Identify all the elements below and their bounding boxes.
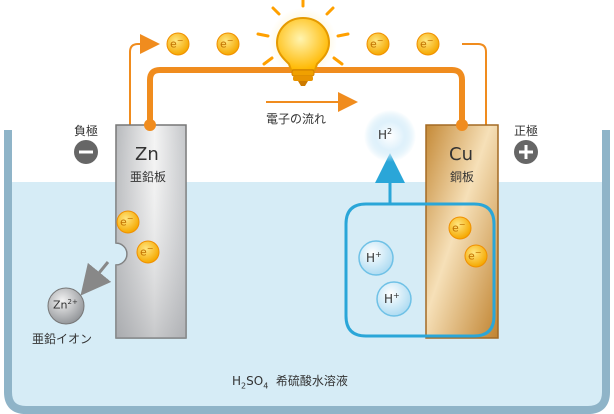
hydrogen-cycle-path	[344, 202, 496, 338]
zinc-ion-label: 亜鉛イオン	[32, 332, 93, 346]
zinc-ion-symbol: Zn2+	[53, 298, 78, 312]
hydrogen-ion-label: H+	[384, 291, 400, 306]
hydrogen-gas-label: H2	[378, 127, 393, 142]
electron-top-1	[166, 32, 190, 56]
electron-label: e−	[420, 36, 434, 51]
electron-label: e−	[220, 36, 234, 51]
bulb-rays	[256, 0, 350, 66]
positive-terminal-label: 正極	[514, 124, 539, 138]
hydrogen-gas-bubble	[364, 110, 416, 162]
electron-flow-arrow-up	[129, 34, 160, 232]
hydrogen-ion-1	[358, 240, 394, 276]
tank-wall	[4, 130, 610, 414]
electron-top-3	[366, 32, 390, 56]
zinc-plate-label: 亜鉛板	[130, 170, 167, 184]
copper-symbol: Cu	[449, 144, 473, 165]
electron-flow-label: 電子の流れ	[266, 112, 327, 126]
electron-label: e−	[452, 220, 466, 235]
copper-plate-label: 銅板	[450, 170, 475, 184]
zinc-symbol: Zn	[135, 144, 159, 165]
zinc-wire-junction	[144, 119, 156, 131]
electron-top-4	[416, 32, 440, 56]
hydrogen-ion-2	[376, 281, 412, 317]
electron-label: e−	[370, 36, 384, 51]
electron-label: e−	[140, 244, 154, 259]
solution-label: H2SO4 希硫酸水溶液	[232, 374, 348, 391]
electron-flow-arrow-down	[462, 43, 496, 198]
negative-terminal-label: 負極	[74, 124, 99, 138]
electron-copper-2	[464, 244, 488, 268]
electron-top-2	[216, 32, 240, 56]
light-bulb-icon	[275, 16, 331, 86]
electron-zinc-1	[116, 210, 140, 234]
electron-label: e−	[468, 248, 482, 263]
copper-wire-junction	[456, 119, 468, 131]
zinc-ion-release-arrow	[80, 261, 112, 296]
electron-copper-1	[448, 216, 472, 240]
hydrogen-ion-label: H+	[366, 250, 382, 265]
electron-label: e−	[170, 36, 184, 51]
electron-label: e−	[120, 214, 134, 229]
zinc-ion	[47, 287, 85, 325]
electron-zinc-2	[136, 240, 160, 264]
